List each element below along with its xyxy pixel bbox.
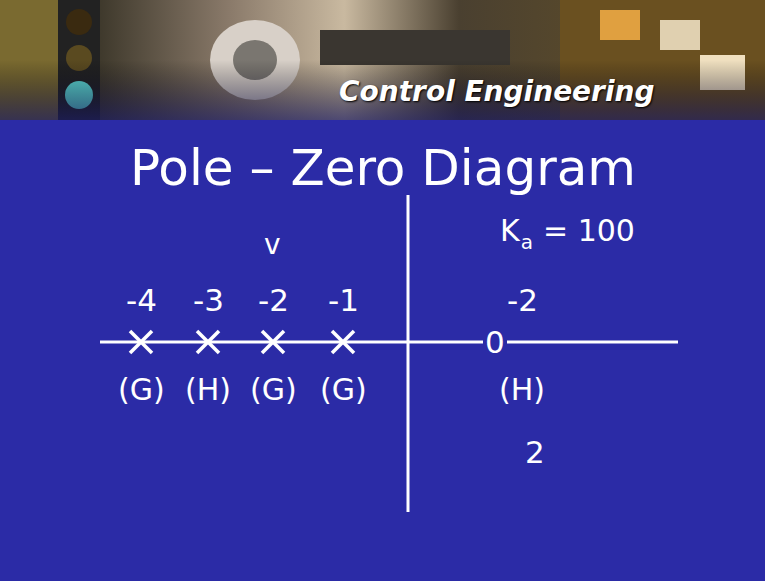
pole-cross	[130, 331, 354, 353]
traffic-light	[66, 9, 92, 35]
pole-source: (H)	[499, 375, 545, 405]
banner-photo	[0, 60, 765, 120]
gain-label: Ka= 100	[500, 216, 635, 246]
pole-source: (H)	[185, 375, 231, 405]
axis-value: 2	[525, 437, 545, 468]
pole-source: (G)	[250, 375, 297, 405]
banner-photo	[600, 10, 640, 40]
banner-photo	[0, 0, 765, 120]
slide-title: Pole – Zero Diagram	[130, 143, 636, 193]
zero-value: 0	[483, 327, 507, 358]
banner-title: Control Engineering	[339, 78, 655, 106]
gain-subscript: a	[521, 232, 533, 252]
banner-photo	[320, 30, 510, 65]
axis-value: -4	[126, 285, 157, 316]
banner-photo	[660, 20, 700, 50]
axis-value: -1	[328, 285, 359, 316]
imaginary-axis	[407, 195, 410, 512]
gain-value: = 100	[543, 216, 635, 246]
axis-value: -2	[507, 285, 538, 316]
gain-symbol: K	[500, 216, 520, 246]
axis-value: -3	[193, 285, 224, 316]
pole-source: (G)	[118, 375, 165, 405]
real-axis	[100, 341, 678, 344]
marker-v: v	[264, 231, 281, 259]
axis-value: -2	[258, 285, 289, 316]
pole-source: (G)	[320, 375, 367, 405]
